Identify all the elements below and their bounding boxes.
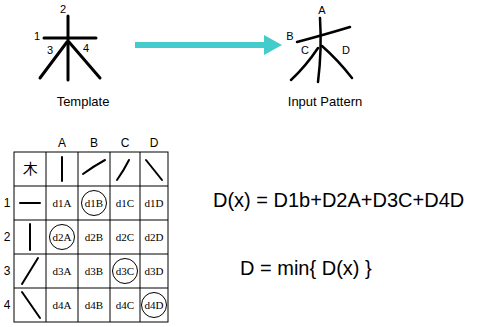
stroke-letter: D — [342, 44, 350, 56]
grid-line — [110, 152, 111, 322]
table-cell: d4C — [116, 299, 134, 311]
circled-cell: d2A — [49, 224, 76, 251]
table-cell: d3C — [116, 265, 134, 277]
table-grid — [14, 152, 168, 322]
column-header: A — [58, 136, 66, 150]
stroke-sample — [20, 202, 40, 204]
figure-caption: Template — [57, 94, 110, 109]
arrow-head — [264, 35, 282, 55]
table-cell: d3A — [53, 265, 72, 277]
stroke-letter: C — [301, 44, 309, 56]
row-header: 4 — [4, 298, 11, 312]
stroke-sample — [22, 258, 38, 284]
row-header: 1 — [4, 196, 11, 210]
table-cell: d1A — [53, 197, 72, 209]
stroke — [297, 27, 350, 42]
stroke-sample — [117, 160, 129, 180]
grid-line — [140, 152, 141, 322]
equation: D = min{ D(x) } — [240, 257, 372, 280]
stroke-number: 3 — [47, 44, 53, 56]
table-corner: 木 — [23, 160, 38, 179]
stroke-samples — [20, 157, 162, 318]
stroke-sample — [83, 160, 105, 174]
column-header: C — [121, 136, 130, 150]
grid-line — [14, 254, 168, 255]
table-cell: d1C — [116, 197, 134, 209]
grid-line — [78, 152, 79, 322]
table-cell: d1D — [145, 197, 164, 209]
stroke-sample — [22, 292, 40, 318]
circled-cell: d3C — [112, 258, 138, 284]
figure-caption: Input Pattern — [288, 94, 362, 109]
table-cell: d4A — [53, 299, 72, 311]
table-cell: d2D — [145, 231, 164, 243]
arrow-shaft — [135, 42, 266, 48]
stroke-number: 2 — [60, 3, 66, 15]
column-header: B — [90, 136, 98, 150]
stroke-letter: A — [318, 4, 325, 16]
table-cell: d2C — [116, 231, 134, 243]
table-cell: d3D — [145, 265, 164, 277]
grid-line — [46, 152, 47, 322]
grid-line — [14, 220, 168, 221]
row-header: 2 — [4, 230, 11, 244]
circled-cell: d1B — [81, 190, 107, 216]
row-header: 3 — [4, 264, 11, 278]
stroke — [318, 18, 321, 82]
circled-cell: d4D — [141, 292, 168, 319]
stroke — [44, 37, 96, 40]
table-cell: d1B — [85, 197, 103, 209]
grid-line — [14, 288, 168, 289]
column-header: D — [150, 136, 159, 150]
stroke-number: 1 — [34, 30, 40, 42]
table-cell: d2A — [53, 231, 72, 243]
stroke — [69, 42, 100, 78]
table-cell: d4D — [145, 299, 164, 311]
grid-line — [14, 186, 168, 187]
stroke-number: 4 — [83, 42, 89, 54]
template-character — [40, 16, 100, 80]
transform-arrow — [135, 35, 282, 55]
table-cell: d3B — [85, 265, 103, 277]
table-border — [14, 152, 168, 322]
stroke-letter: B — [286, 30, 293, 42]
equation: D(x) = D1b+D2A+D3C+D4D — [213, 189, 464, 212]
table-cell: d4B — [85, 299, 103, 311]
input-character — [291, 18, 352, 82]
stroke — [40, 42, 67, 78]
table-cell: d2B — [85, 231, 103, 243]
stroke-sample — [146, 160, 162, 180]
stroke-sample — [29, 224, 31, 250]
stroke-sample — [61, 157, 63, 181]
stroke — [67, 16, 70, 80]
